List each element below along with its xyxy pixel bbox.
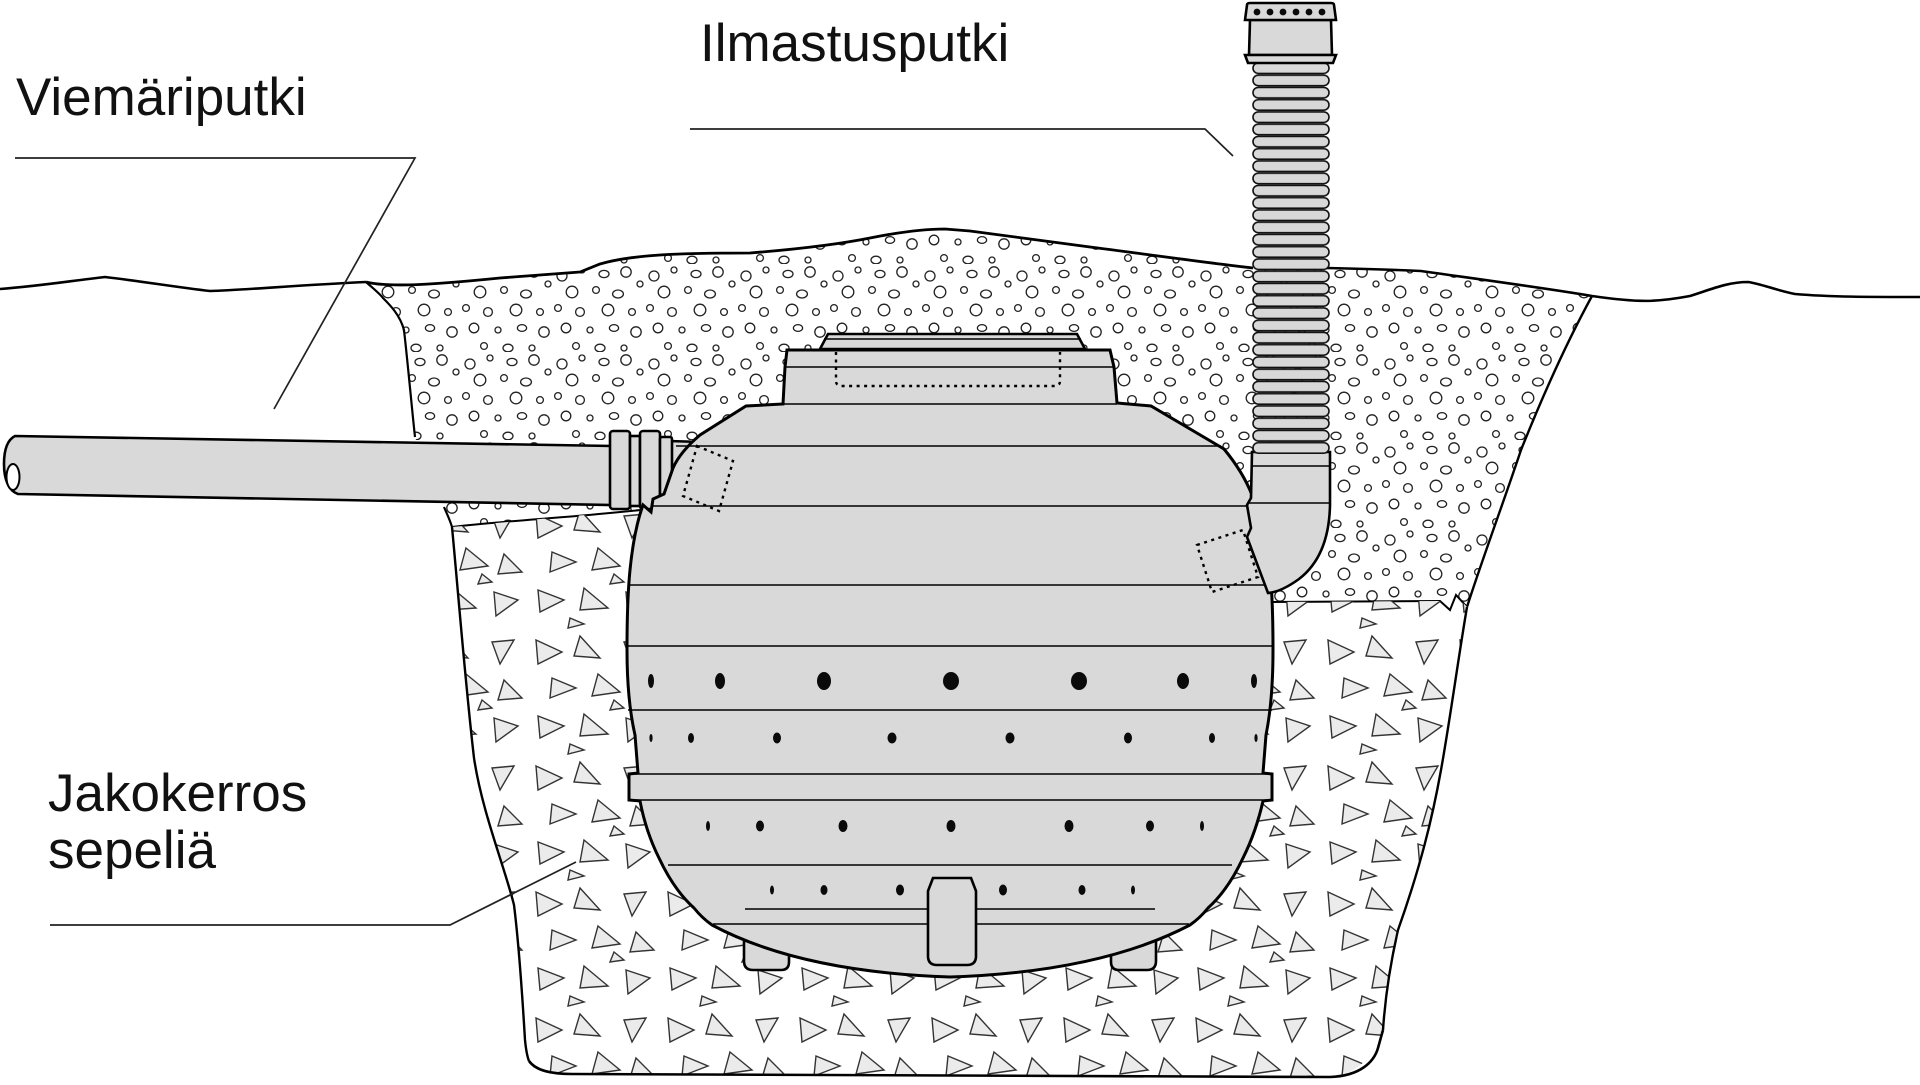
ground-surface-left xyxy=(0,275,367,293)
excavation-wall-right-lower xyxy=(1381,606,1469,1031)
mound-surface-line xyxy=(365,227,1254,287)
vent-pipe xyxy=(1195,1,1338,595)
septic-tank xyxy=(625,332,1275,979)
excavation-wall-right-upper xyxy=(1465,295,1594,608)
sewer-pipe-tube xyxy=(2,434,614,507)
tank-leg-center xyxy=(926,876,978,967)
tank-perforation-row-3 xyxy=(706,820,1204,832)
leader-sewer-pipe xyxy=(15,157,417,410)
tank-perforation-row-1 xyxy=(648,672,1257,690)
sewer-pipe-opening xyxy=(5,463,21,491)
hidden-vent-connection-outline xyxy=(1195,528,1260,594)
vent-pipe-elbow xyxy=(1245,450,1332,595)
tank-perforation-row-4 xyxy=(770,884,1135,896)
label-gravel-layer: Jakokerros sepeliä xyxy=(48,764,308,880)
label-gravel-layer-line1: Jakokerros xyxy=(48,764,308,823)
pipe-coupling-ring xyxy=(608,429,632,511)
excavation-floor-line xyxy=(527,1029,1385,1079)
pipe-coupling-sleeve xyxy=(628,434,642,508)
label-sewer-pipe: Viemäriputki xyxy=(16,68,307,127)
tank-lid xyxy=(817,332,1088,351)
leader-gravel-layer xyxy=(50,861,577,926)
excavation-wall-left xyxy=(450,526,531,1062)
vent-pipe-corrugated-riser xyxy=(1252,62,1330,454)
sand-left-edge xyxy=(365,281,454,528)
leader-vent-pipe xyxy=(690,128,1234,157)
sewer-inlet-pipe xyxy=(2,429,704,511)
label-gravel-layer-line2: sepeliä xyxy=(48,820,216,880)
vent-cap-holes xyxy=(1253,8,1326,16)
vent-pipe-cap xyxy=(1243,1,1338,65)
tank-perforation-row-2 xyxy=(649,732,1258,744)
hidden-manhole-outline xyxy=(834,352,1062,388)
ground-surface-right xyxy=(1326,266,1920,303)
label-vent-pipe: Ilmastusputki xyxy=(700,14,1010,73)
hidden-inlet-connection-outline xyxy=(681,444,735,513)
